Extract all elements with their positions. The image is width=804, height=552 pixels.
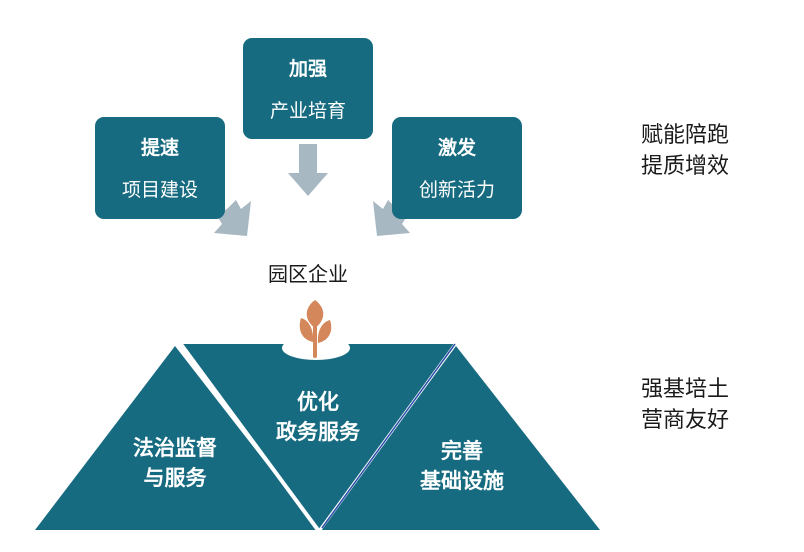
side-label-bottom-line1: 强基培土 xyxy=(640,377,729,402)
center-label: 园区企业 xyxy=(268,262,348,286)
triangle-right-line2: 基础设施 xyxy=(420,469,504,493)
triangle-center-label: 优化 政务服务 xyxy=(248,387,388,447)
triangle-center xyxy=(180,344,456,530)
arrow-right-diagonal xyxy=(373,200,410,236)
triangle-center-line1: 优化 xyxy=(297,390,339,414)
triangle-left-line1: 法治监督 xyxy=(133,436,217,460)
side-label-bottom: 强基培土 营商友好 xyxy=(630,374,740,436)
box-speed-up: 提速 项目建设 xyxy=(95,117,225,219)
box-stimulate: 激发 创新活力 xyxy=(392,117,522,219)
triangle-left-line2: 与服务 xyxy=(143,466,207,490)
sprout-icon xyxy=(299,300,332,358)
box-strengthen-subtitle: 产业培育 xyxy=(269,100,346,122)
triangle-right-label: 完善 基础设施 xyxy=(392,436,532,496)
side-label-bottom-line2: 营商友好 xyxy=(640,408,729,433)
side-label-top: 赋能陪跑 提质增效 xyxy=(630,120,740,182)
side-label-top-line1: 赋能陪跑 xyxy=(640,123,729,148)
box-stimulate-title: 激发 xyxy=(437,137,476,159)
box-strengthen: 加强 产业培育 xyxy=(243,38,373,139)
triangle-right xyxy=(320,346,600,530)
triangle-left-label: 法治监督 与服务 xyxy=(105,433,245,493)
triangle-left xyxy=(35,346,318,530)
triangle-center-line2: 政务服务 xyxy=(276,420,360,444)
arrow-down xyxy=(288,144,328,196)
box-speed-up-subtitle: 项目建设 xyxy=(121,179,198,201)
side-label-top-line2: 提质增效 xyxy=(640,154,729,179)
arrow-left-diagonal xyxy=(214,200,251,236)
box-strengthen-title: 加强 xyxy=(288,58,327,80)
box-speed-up-title: 提速 xyxy=(140,137,179,159)
triangle-right-line1: 完善 xyxy=(441,439,483,463)
box-stimulate-subtitle: 创新活力 xyxy=(418,179,495,201)
